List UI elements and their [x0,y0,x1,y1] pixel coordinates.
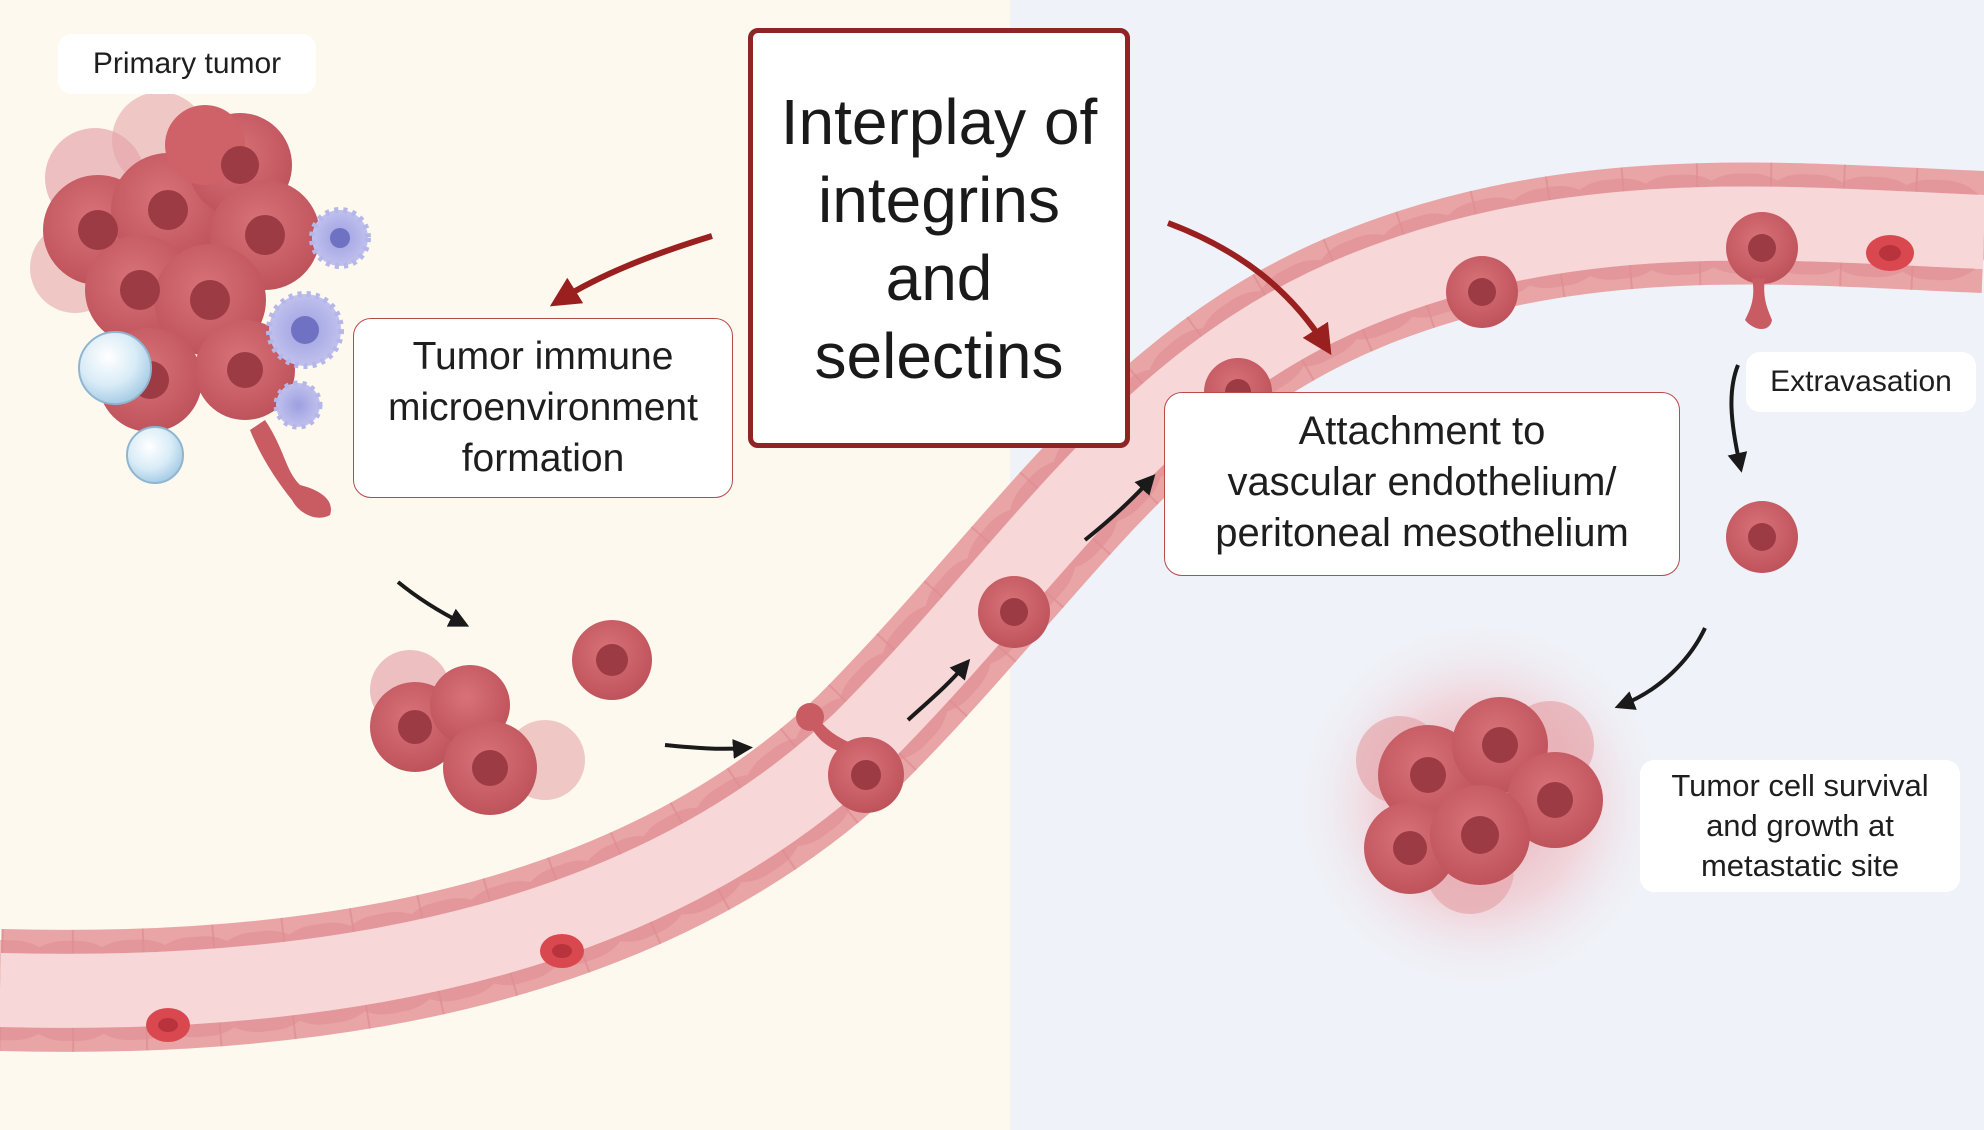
arrow-extravasation [1727,364,1748,473]
attachment-line-1: Attachment to [1298,409,1546,453]
attachment-box: Attachment to vascular endothelium/ peri… [1164,392,1680,576]
title-line-4: selectins [814,320,1064,392]
immune-microenvironment-box: Tumor immune microenvironment formation [353,318,733,498]
survival-line-3: metastatic site [1700,848,1900,883]
metastatic-site [1290,615,1670,995]
detached-tumor-cells [370,620,652,815]
immune-line-3: formation [461,437,625,480]
title-line-3: and [885,242,993,314]
immune-line-2: microenvironment [388,386,698,429]
extravasation-label: Extravasation [1746,352,1976,412]
survival-line-1: Tumor cell survival [1671,768,1929,803]
immune-line-1: Tumor immune [412,335,674,378]
primary-tumor-label: Primary tumor [58,34,316,94]
arrow-detached-to-vessel [664,738,753,759]
arrow-tumor-to-detached [396,580,470,627]
survival-box: Tumor cell survival and growth at metast… [1640,760,1960,892]
extravasation-text: Extravasation [1770,365,1952,398]
arrow-to-metastasis [1614,627,1707,710]
title-line-2: integrins [818,164,1060,236]
extravasated-cell [1726,501,1798,573]
attachment-line-2: vascular endothelium/ [1227,460,1617,504]
blood-vessel [0,162,1984,1052]
primary-tumor-text: Primary tumor [92,47,282,80]
primary-tumor-cluster [30,92,371,518]
intravasating-cell [796,703,904,813]
arrow-circulation [1083,474,1156,542]
arrow-to-attachment [1166,220,1332,356]
arrow-intravasation [906,658,971,722]
arrow-to-immune [549,233,713,307]
attachment-line-3: peritoneal mesothelium [1215,511,1629,555]
survival-line-2: and growth at [1706,808,1894,843]
title-box: Interplay of integrins and selectins [748,28,1130,448]
red-blood-cells [146,235,1914,1042]
title-line-1: Interplay of [780,86,1098,158]
